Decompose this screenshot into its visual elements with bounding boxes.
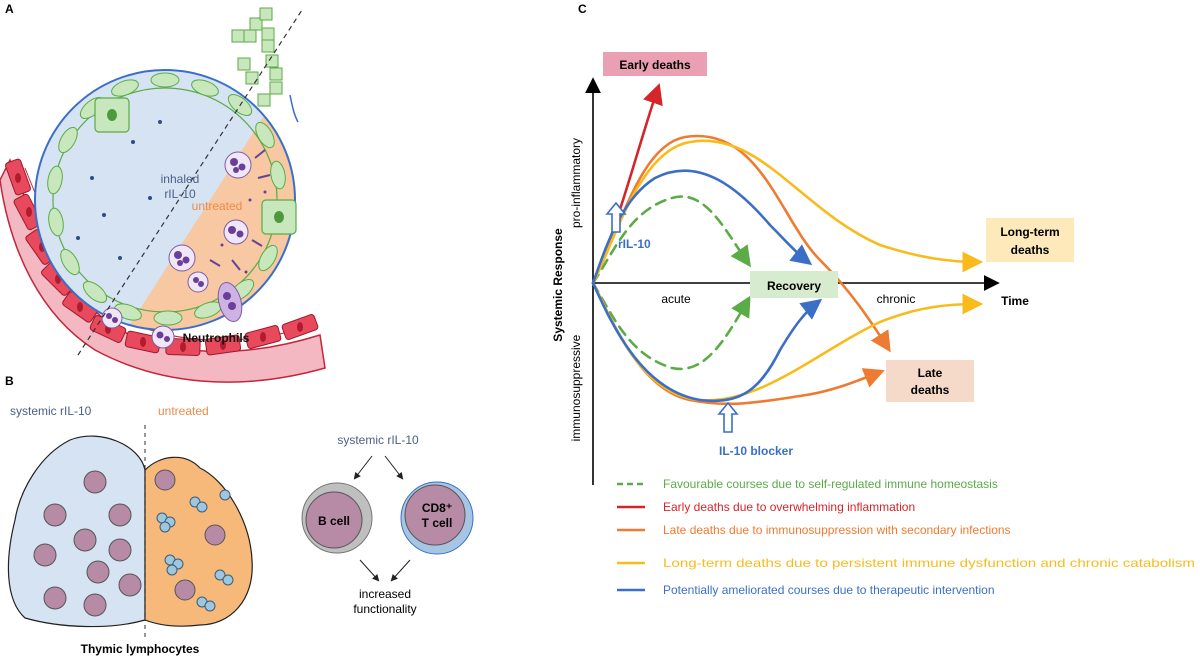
early-deaths-label: Early deaths [619,58,691,72]
panel-c: C Systemic Response pro-inflammatory imm… [551,2,1195,597]
capillary-vessel [0,158,326,383]
early-deaths-box [603,52,707,76]
curve-blue-down [591,281,823,403]
legend-item-yellow: Long-term deaths due to persistent immun… [663,556,1195,570]
legend-item-blue: Potentially ameliorated courses due to t… [663,583,995,597]
label-inhaled: inhaled [161,172,200,186]
alveolus [34,69,297,331]
neutrophils-alveolar [168,149,271,293]
cd8-t-cell: CD8⁺ T cell [400,481,474,555]
panel-b-letter: B [5,374,14,388]
curve-green-down [591,281,751,371]
y-axis-label: Systemic Response [551,228,565,342]
label-tcell: T cell [422,516,453,530]
bronchiole [231,7,299,123]
label-untreated-b: untreated [158,404,209,418]
longterm-label-1: Long-term [1000,225,1059,239]
chronic-label: chronic [877,292,916,306]
ril10-label: rIL-10 [618,237,651,251]
time-label: Time [1001,294,1029,308]
late-label-2: deaths [911,383,950,397]
panel-a-letter: A [5,2,14,16]
neutrophils-vessel [101,281,243,349]
label-untreated-a: untreated [192,199,243,213]
label-functionality: functionality [353,602,416,616]
label-bcell: B cell [318,514,350,528]
late-label-1: Late [918,366,943,380]
immunosuppressive-label: immunosuppressive [569,334,583,441]
pro-inflammatory-label: pro-inflammatory [569,138,583,228]
curve-green-up [591,195,751,285]
b-cell: B cell [301,482,373,554]
panel-a: A [0,2,326,383]
recovery-box [750,271,838,298]
label-increased: increased [359,587,411,601]
label-neutrophils: Neutrophils [183,331,250,345]
label-cd8: CD8⁺ [422,501,452,515]
longterm-label-2: deaths [1011,243,1050,257]
panel-c-letter: C [578,2,587,16]
label-systemic: systemic rIL-10 [10,404,92,418]
legend-item-red: Early deaths due to overwhelming inflamm… [663,500,915,514]
label-systemic-top: systemic rIL-10 [337,433,419,447]
legend-item-green: Favourable courses due to self-regulated… [663,477,998,491]
late-deaths-box [886,360,974,402]
longterm-box [986,218,1074,262]
divider-line [77,9,303,356]
legend-item-orange: Late deaths due to immunosuppression wit… [663,523,1011,537]
label-thymic: Thymic lymphocytes [81,642,200,656]
blocker-label: IL-10 blocker [719,444,793,458]
curve-orange-up [591,134,891,353]
label-ril10: rIL-10 [164,187,196,201]
legend: Favourable courses due to self-regulated… [617,477,1195,597]
thymus [7,425,253,640]
recovery-label: Recovery [767,279,821,293]
blocker-arrow-icon [717,401,739,433]
acute-label: acute [661,292,691,306]
panel-b: B systemic rIL-10 untreated T [5,374,474,656]
curve-orange-down [591,281,885,406]
ril10-arrow-icon [605,201,627,233]
curve-blue-up [591,169,813,285]
